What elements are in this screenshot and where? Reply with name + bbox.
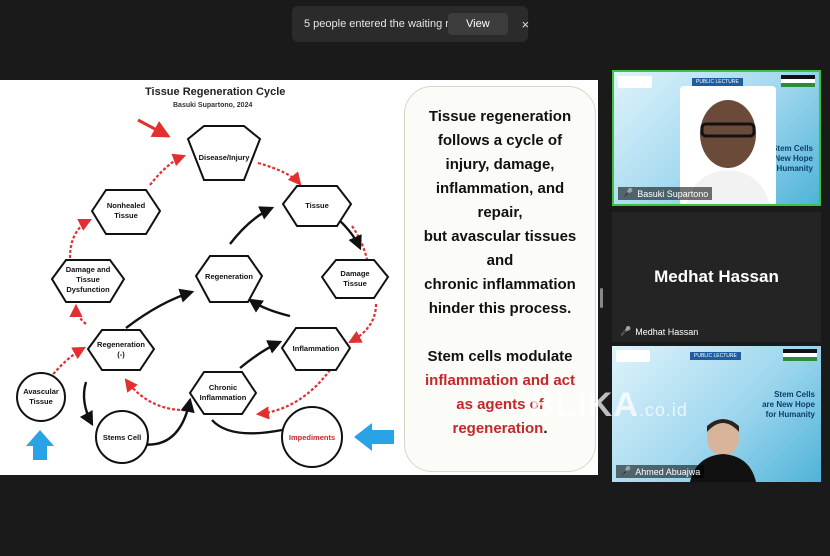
label-chronic-1: Chronic <box>209 383 237 392</box>
callout-line-5: repair, <box>477 204 523 221</box>
node-impediments <box>281 406 343 468</box>
participant-name: Ahmed Abuajwa <box>635 466 701 477</box>
label-disease: Disease/Injury <box>199 153 251 162</box>
node-chronic-inflammation <box>188 371 258 415</box>
participant-tile-medhat[interactable]: Medhat Hassan 🎤 Medhat Hassan <box>612 212 821 342</box>
node-stems-cell <box>95 410 149 464</box>
bg-headline: Stem Cells are New Hope for Humanity <box>760 144 813 173</box>
waiting-room-notification: 5 people entered the waiting room View × <box>292 6 530 42</box>
callout-line-12: as agents of <box>456 396 544 413</box>
callout-line-11: inflammation and act <box>424 372 576 389</box>
participant-tile-basuki[interactable]: PUBLIC LECTURE Stem Cells are New Hope f… <box>612 70 821 206</box>
slide-callout: Tissue regeneration follows a cycle of i… <box>404 86 596 472</box>
view-button[interactable]: View <box>448 13 508 35</box>
label-damage-tissue-2: Tissue <box>343 279 367 288</box>
diagram-title: Tissue Regeneration Cycle <box>145 86 285 98</box>
blue-up-arrow <box>26 430 54 460</box>
mic-muted-icon: 🎤 <box>620 466 632 476</box>
label-dysfunction-1: Damage and <box>66 265 111 274</box>
flag-icon <box>783 349 817 361</box>
panel-splitter[interactable] <box>600 288 603 308</box>
red-pointer-arrow <box>137 118 171 138</box>
label-dysfunction-2: Tissue <box>76 275 100 284</box>
callout-line-2: follows a cycle of <box>437 132 563 149</box>
label-tissue: Tissue <box>305 201 329 210</box>
person-silhouette-icon <box>690 419 756 482</box>
label-impediments: Impediments <box>289 433 335 442</box>
mic-muted-icon: 🎤 <box>620 326 632 336</box>
notification-text: 5 people entered the waiting room <box>304 18 471 30</box>
callout-line-8: chronic inflammation <box>424 276 576 293</box>
label-chronic-2: Inflammation <box>200 393 247 402</box>
flag-icon <box>781 75 815 87</box>
label-regen-neg-1: Regeneration <box>97 340 145 349</box>
participant-name-tag: 🎤 Basuki Supartono <box>618 187 713 200</box>
logo <box>616 350 650 362</box>
label-damage-tissue-1: Damage <box>340 269 369 278</box>
label-dysfunction-3: Dysfunction <box>66 285 110 294</box>
node-regeneration-negative <box>86 329 156 371</box>
close-icon[interactable]: × <box>521 16 530 32</box>
speaker-video <box>688 412 758 482</box>
node-regeneration <box>194 255 264 303</box>
callout-line-7: and <box>486 252 514 269</box>
label-stems-cell: Stems Cell <box>103 433 141 442</box>
participant-display-name: Medhat Hassan <box>654 267 779 286</box>
callout-line-9: hinder this process. <box>428 300 572 317</box>
node-nonhealed-tissue <box>90 189 162 235</box>
diagram-author: Basuki Supartono, 2024 <box>173 102 252 109</box>
regeneration-cycle-diagram: Tissue Regeneration Cycle Basuki Suparto… <box>16 86 394 468</box>
lecture-tag: PUBLIC LECTURE <box>690 352 741 360</box>
callout-line-1: Tissue regeneration <box>428 108 572 125</box>
participant-tile-ahmed[interactable]: PUBLIC LECTURE Stem Cells are New Hope f… <box>612 346 821 482</box>
logo <box>618 76 652 88</box>
callout-line-4: inflammation, and <box>435 180 565 197</box>
speaker-video <box>680 86 776 204</box>
participant-name-tag: 🎤 Medhat Hassan <box>616 325 702 338</box>
lecture-tag: PUBLIC LECTURE <box>692 78 743 86</box>
label-regeneration: Regeneration <box>205 272 253 281</box>
outer-cycle-arrows <box>49 153 378 420</box>
node-disease-injury <box>186 125 262 181</box>
bg-headline: Stem Cells are New Hope for Humanity <box>762 390 815 419</box>
label-avascular-1: Avascular <box>23 387 59 396</box>
node-inflammation <box>280 327 352 371</box>
mic-icon: 🎤 <box>622 188 634 198</box>
node-avascular-tissue <box>16 372 66 422</box>
callout-period: . <box>543 420 548 437</box>
callout-line-6: but avascular tissues <box>423 228 577 245</box>
node-damage-dysfunction <box>50 259 126 303</box>
watermark-logo: BLIKA.co.id <box>530 386 688 424</box>
shared-slide: Tissue Regeneration Cycle Basuki Suparto… <box>0 80 598 475</box>
label-inflammation: Inflammation <box>293 344 340 353</box>
node-tissue <box>281 185 353 227</box>
callout-line-13: regeneration <box>452 420 544 437</box>
participant-name-tag: 🎤 Ahmed Abuajwa <box>616 465 705 478</box>
label-avascular-2: Tissue <box>29 397 53 406</box>
callout-line-3: injury, damage, <box>445 156 555 173</box>
blue-left-arrow <box>354 423 394 451</box>
label-nonhealed-2: Tissue <box>114 211 138 220</box>
label-nonhealed-1: Nonhealed <box>107 201 146 210</box>
callout-line-10: Stem cells modulate <box>427 348 573 365</box>
participant-name: Basuki Supartono <box>637 188 709 199</box>
participant-name: Medhat Hassan <box>635 326 699 337</box>
label-regen-neg-2: (-) <box>117 350 125 359</box>
node-damage-tissue <box>320 259 390 299</box>
